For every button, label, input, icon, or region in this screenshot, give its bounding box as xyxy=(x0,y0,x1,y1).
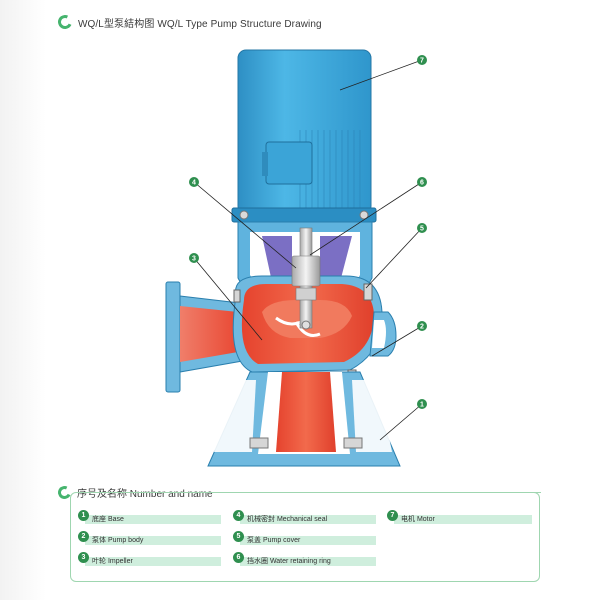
callout-1-label: 1 xyxy=(420,402,424,409)
callout-7-label: 7 xyxy=(420,58,424,65)
callout-4: 4 xyxy=(189,177,199,187)
legend-item: 3 叶轮 Impeller xyxy=(78,552,221,566)
callout-4-label: 4 xyxy=(192,180,196,187)
legend-number-badge: 2 xyxy=(78,531,89,542)
legend-header: 序号及名称 Number and name xyxy=(56,484,213,501)
legend-item: 6 挡水圈 Water retaining ring xyxy=(233,552,376,566)
diagram-header: WQ/L型泵結构图 WQ/L Type Pump Structure Drawi… xyxy=(56,13,322,31)
legend-title: 序号及名称 Number and name xyxy=(77,489,213,500)
callout-2-label: 2 xyxy=(420,324,424,331)
legend-number-badge: 5 xyxy=(233,531,244,542)
water-retaining-ring xyxy=(262,236,352,282)
legend-item: 1 底座 Base xyxy=(78,510,221,524)
callout-3: 3 xyxy=(189,253,199,263)
leader-lines xyxy=(193,59,423,441)
callout-5-label: 5 xyxy=(420,226,424,233)
legend-number-badge: 6 xyxy=(233,552,244,563)
legend-label: 泵盖 Pump cover xyxy=(247,537,301,544)
callout-1: 1 xyxy=(417,399,427,409)
callout-6: 6 xyxy=(417,177,427,187)
legend-box xyxy=(70,492,540,582)
legend-number-badge: 1 xyxy=(78,510,89,521)
motor xyxy=(231,49,377,223)
legend-label: 底座 Base xyxy=(92,516,124,523)
legend-number-badge: 7 xyxy=(387,510,398,521)
legend-label: 叶轮 Impeller xyxy=(92,558,133,565)
legend-label: 机械密封 Mechanical seal xyxy=(247,516,328,523)
callout-5: 5 xyxy=(417,223,427,233)
callout-6-label: 6 xyxy=(420,180,424,187)
diagram-title: WQ/L型泵結构图 WQ/L Type Pump Structure Drawi… xyxy=(78,18,322,30)
callout-3-label: 3 xyxy=(192,256,196,263)
legend-number-badge: 3 xyxy=(78,552,89,563)
legend-label: 挡水圈 Water retaining ring xyxy=(247,558,331,565)
legend-item: 4 机械密封 Mechanical seal xyxy=(233,510,376,524)
legend-label: 泵体 Pump body xyxy=(92,537,144,544)
callout-7: 7 xyxy=(417,55,427,65)
callout-2: 2 xyxy=(417,321,427,331)
legend-item: 7 电机 Motor xyxy=(387,510,532,524)
legend-item: 5 泵盖 Pump cover xyxy=(233,531,376,545)
legend-label: 电机 Motor xyxy=(401,516,435,523)
shaft-and-mechanical-seal xyxy=(291,227,321,330)
page-edge-shadow xyxy=(0,0,46,600)
legend-item: 2 泵体 Pump body xyxy=(78,531,221,545)
base xyxy=(207,371,401,467)
legend-number-badge: 4 xyxy=(233,510,244,521)
